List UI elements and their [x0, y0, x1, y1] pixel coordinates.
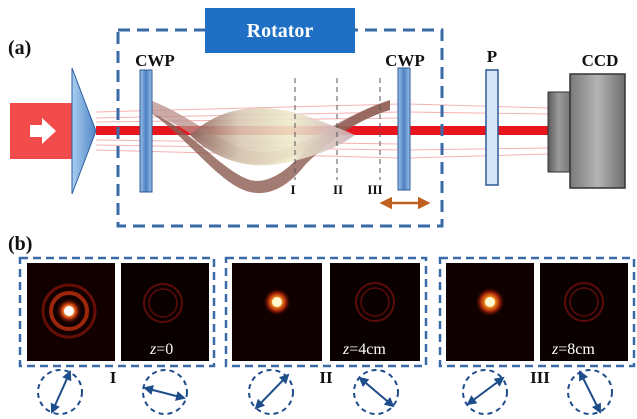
- polarizer: [485, 69, 499, 186]
- plane-lines: [294, 78, 381, 180]
- rotator-label: Rotator: [247, 20, 314, 42]
- right-arrow-icon: [30, 118, 56, 144]
- plane-tag-2: II: [319, 368, 333, 387]
- pol-circle-1a: [37, 369, 83, 415]
- group-box-2: [224, 256, 428, 368]
- plane-tag-3: III: [530, 368, 550, 387]
- z-label-1: z=0: [149, 341, 173, 358]
- image-1b: [121, 263, 209, 361]
- image-2b: [330, 263, 420, 361]
- pol-circle-3b: [567, 369, 613, 415]
- pol-arrow-1b: [143, 385, 186, 401]
- plane-label-2: II: [333, 182, 343, 197]
- z-label-2: z=4cm: [342, 341, 386, 358]
- pol-arrow-1a: [50, 370, 72, 414]
- polarization-icons: [37, 369, 613, 415]
- group-box-3: [438, 256, 636, 368]
- image-3b: [540, 263, 628, 361]
- cwp-right: [397, 67, 411, 191]
- pol-circle-2b: [353, 369, 399, 415]
- pol-arrow-3a: [466, 376, 505, 406]
- pol-circle-2a: [248, 369, 294, 415]
- pol-arrow-2a: [254, 373, 290, 410]
- plane-tag-1: I: [110, 368, 117, 387]
- twisted-ribbon: [150, 100, 390, 194]
- polarizer-label: P: [487, 47, 497, 66]
- pol-circle-3a: [462, 369, 508, 415]
- ccd-label: CCD: [582, 51, 619, 70]
- pol-arrow-3b: [579, 370, 601, 414]
- plane-label-3: III: [367, 182, 382, 197]
- rotator-label-box: [205, 8, 355, 53]
- panel-b-label: (b): [8, 233, 32, 255]
- group-box-1: [18, 256, 216, 368]
- ccd-camera: [547, 73, 626, 189]
- input-lens: [71, 67, 97, 195]
- cwp-left-label: CWP: [135, 51, 175, 70]
- cwp-left: [139, 69, 153, 193]
- cwp-right-label: CWP: [385, 51, 425, 70]
- plane-label-1: I: [290, 182, 295, 197]
- pol-circle-1b: [142, 369, 188, 415]
- z-label-3: z=8cm: [551, 341, 595, 358]
- pol-arrow-2b: [358, 376, 395, 408]
- panel-a-label: (a): [8, 37, 31, 59]
